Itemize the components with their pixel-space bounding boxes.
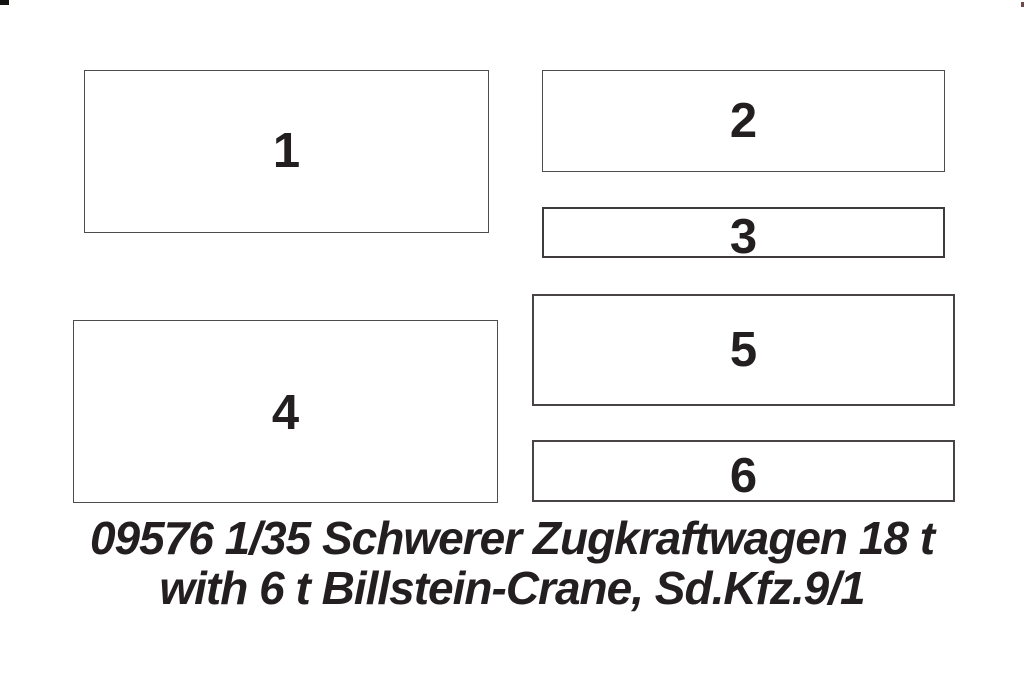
parts-box-6: 6: [532, 440, 955, 502]
parts-box-1-number: 1: [272, 124, 301, 178]
parts-box-3-number: 3: [729, 210, 758, 264]
parts-box-2: 2: [542, 70, 945, 172]
parts-box-5: 5: [532, 294, 955, 406]
parts-box-4-number: 4: [271, 386, 300, 440]
parts-box-2-number: 2: [729, 93, 758, 148]
parts-box-1: 1: [84, 70, 489, 233]
kit-caption-line-2: with 6 t Billstein-Crane, Sd.Kfz.9/1: [159, 562, 865, 614]
parts-box-4: 4: [73, 320, 498, 503]
edge-artifact-top-right: [1021, 2, 1024, 7]
parts-box-6-number: 6: [729, 448, 758, 503]
parts-box-5-number: 5: [729, 322, 758, 377]
edge-artifact-top-left: [0, 0, 9, 5]
kit-caption-line-1: 09576 1/35 Schwerer Zugkraftwagen 18 t: [89, 512, 935, 564]
parts-box-3: 3: [542, 207, 945, 262]
kit-caption: 09576 1/35 Schwerer Zugkraftwagen 18 t w…: [0, 513, 1024, 613]
